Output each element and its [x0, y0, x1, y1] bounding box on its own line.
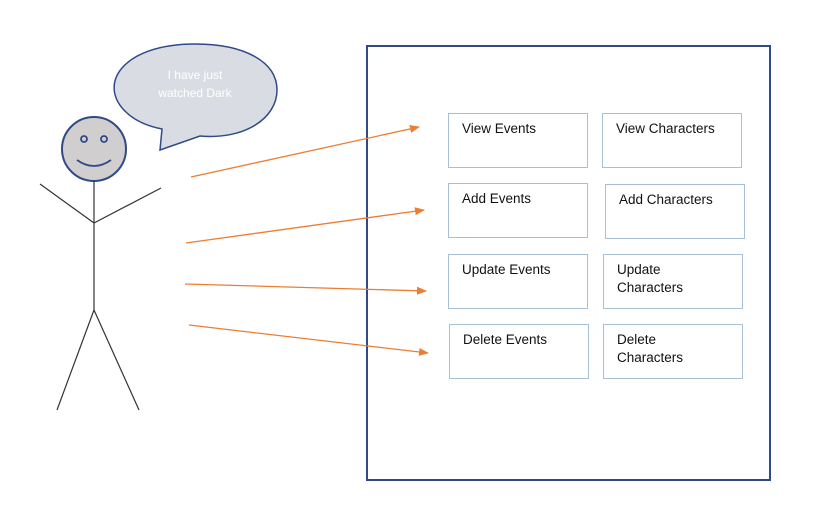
actor-left-arm: [39, 183, 95, 224]
usecase-add-events[interactable]: Add Events: [448, 183, 588, 238]
actor-right-eye: [100, 135, 108, 143]
actor-left-eye: [80, 135, 88, 143]
usecase-update-events[interactable]: Update Events: [448, 254, 588, 309]
usecase-add-characters[interactable]: Add Characters: [605, 184, 745, 239]
usecase-view-events[interactable]: View Events: [448, 113, 588, 168]
usecase-update-characters[interactable]: Update Characters: [603, 254, 743, 309]
usecase-label: View Characters: [616, 121, 715, 136]
usecase-label: View Events: [462, 121, 537, 136]
speech-bubble-text: I have just watched Dark: [158, 68, 232, 100]
arrow-to-view: [190, 125, 420, 178]
usecase-view-characters[interactable]: View Characters: [602, 113, 742, 168]
usecase-label: Update Characters: [617, 262, 684, 295]
usecase-label: Update Events: [462, 262, 551, 277]
actor: [39, 116, 162, 411]
usecase-label: Delete Events: [463, 332, 548, 347]
actor-right-arm: [93, 187, 162, 224]
actor-left-leg: [56, 309, 95, 411]
arrow-to-add: [185, 207, 425, 244]
actor-head: [61, 116, 127, 182]
speech-bubble-shape: [113, 43, 278, 152]
arrow-to-update: [184, 283, 427, 295]
usecase-label: Delete Characters: [617, 332, 684, 365]
system-boundary: [366, 45, 771, 481]
usecase-delete-events[interactable]: Delete Events: [449, 324, 589, 379]
speech-bubble: [113, 43, 278, 152]
actor-right-leg: [93, 309, 140, 411]
association-arrows: [184, 125, 429, 356]
arrow-to-delete: [188, 324, 429, 356]
usecase-label: Add Characters: [619, 192, 713, 207]
usecase-delete-characters[interactable]: Delete Characters: [603, 324, 743, 379]
actor-smile: [76, 159, 112, 167]
usecase-label: Add Events: [462, 191, 532, 206]
